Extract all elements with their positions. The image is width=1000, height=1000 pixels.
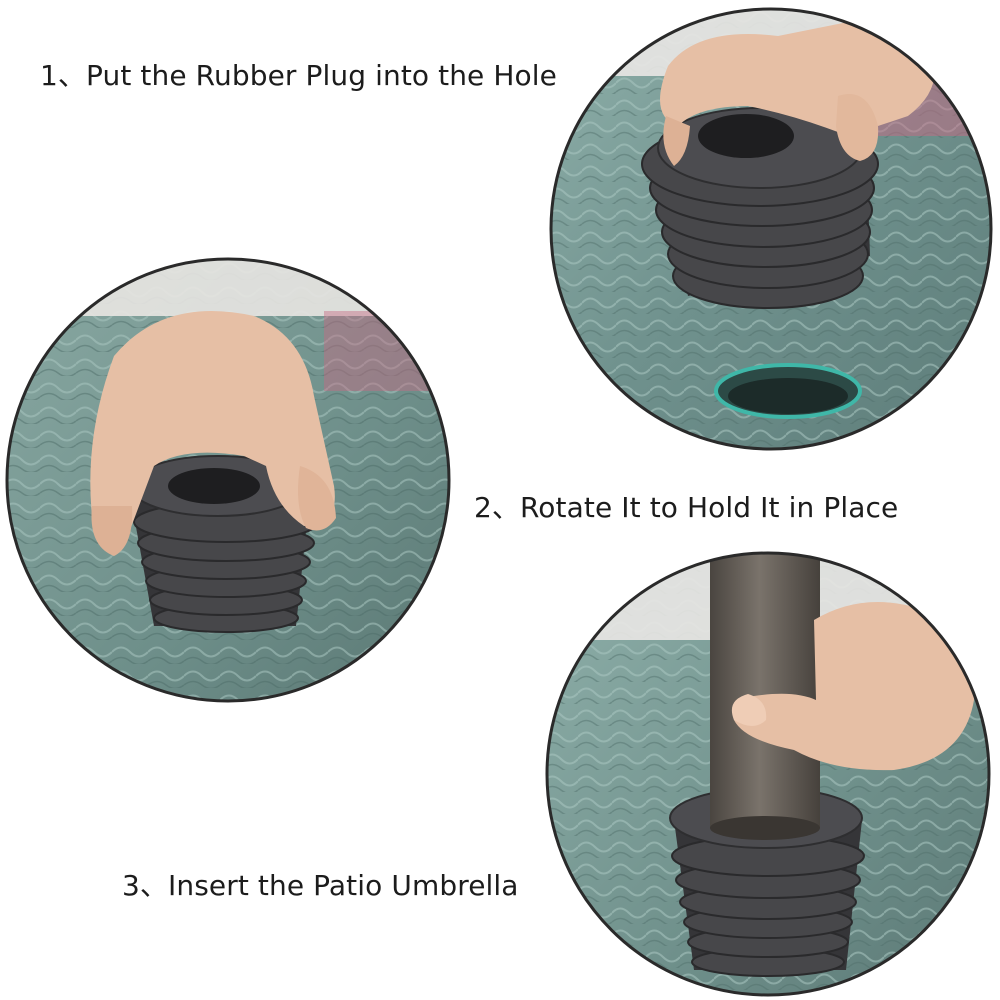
- hand-icon: [731, 602, 974, 771]
- hand-icon: [90, 311, 336, 556]
- rubber-plug-icon: [129, 455, 319, 633]
- step-2-caption: 2、Rotate It to Hold It in Place: [474, 491, 899, 524]
- hand-icon: [660, 16, 935, 166]
- step-3-caption: 3、Insert the Patio Umbrella: [122, 869, 519, 902]
- step-1-photo: [548, 6, 994, 452]
- step-2-photo: [4, 256, 452, 704]
- step-3-photo: [544, 550, 992, 998]
- rubber-plug-icon: [641, 107, 879, 309]
- step-1-caption: 1、Put the Rubber Plug into the Hole: [40, 59, 557, 92]
- umbrella-pole-icon: [710, 553, 820, 840]
- table-hole-icon: [714, 363, 862, 419]
